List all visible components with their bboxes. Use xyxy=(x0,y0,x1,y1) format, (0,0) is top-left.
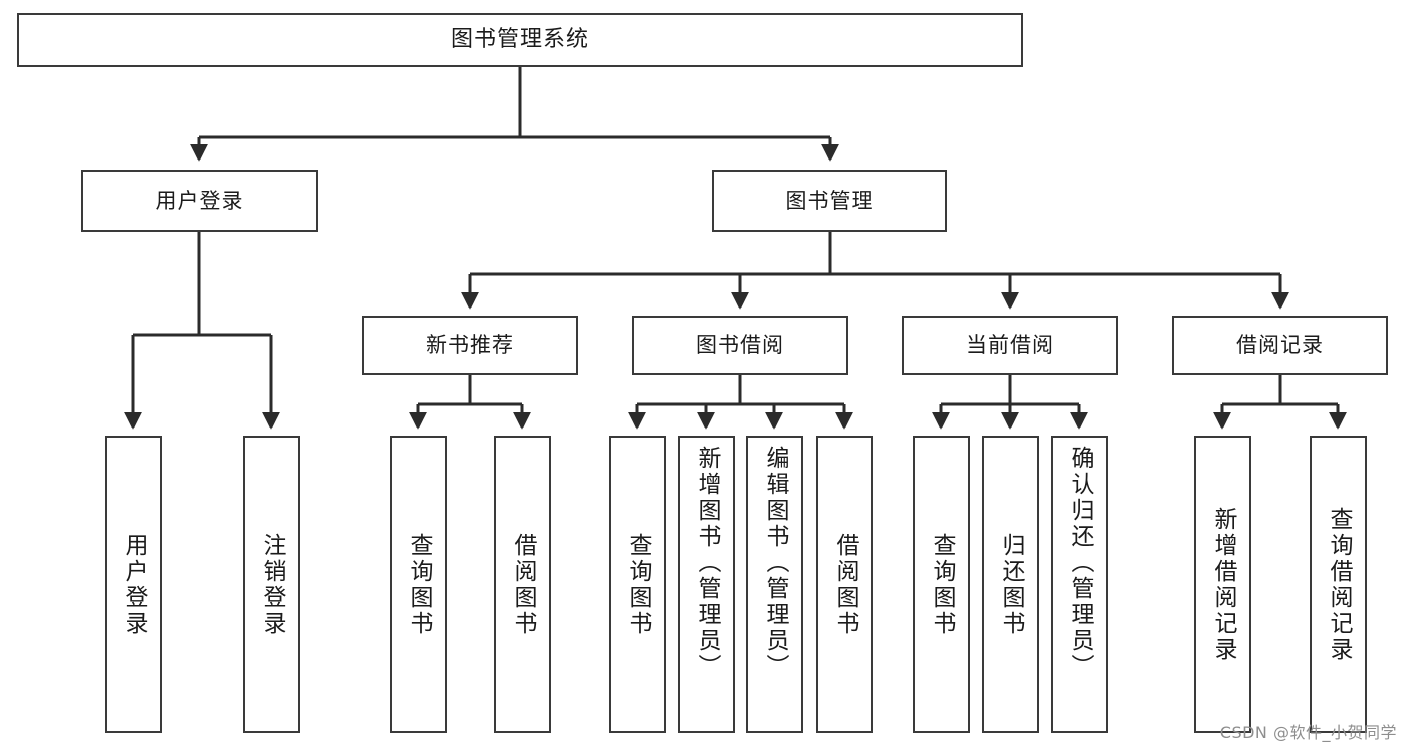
node-label: 新增借阅记录 xyxy=(1210,506,1236,663)
node-label: 新书推荐 xyxy=(426,333,514,358)
node-label: 用户登录 xyxy=(155,188,244,213)
leaf-logout-login[interactable]: 注销登录 xyxy=(243,436,300,733)
node-label: 图书管理 xyxy=(785,188,874,213)
csdn-watermark: CSDN @软件_小贺同学 xyxy=(1219,723,1397,742)
node-label: 借阅图书 xyxy=(510,532,536,637)
leaf-add-borrow-record[interactable]: 新增借阅记录 xyxy=(1194,436,1251,733)
leaf-confirm-return-admin[interactable]: 确认归还（管理员） xyxy=(1051,436,1108,733)
node-label: 当前借阅 xyxy=(966,333,1054,358)
leaf-add-book-admin[interactable]: 新增图书（管理员） xyxy=(678,436,735,733)
node-root-book-management-system[interactable]: 图书管理系统 xyxy=(17,13,1023,67)
node-label: 借阅记录 xyxy=(1236,333,1324,358)
node-new-book-recommend[interactable]: 新书推荐 xyxy=(362,316,578,375)
node-label: 查询借阅记录 xyxy=(1326,506,1352,663)
node-book-management[interactable]: 图书管理 xyxy=(712,170,947,232)
node-label: 查询图书 xyxy=(625,532,651,637)
node-label: 查询图书 xyxy=(406,532,432,637)
node-label: 用户登录 xyxy=(121,532,147,637)
node-user-login[interactable]: 用户登录 xyxy=(81,170,318,232)
node-book-borrow[interactable]: 图书借阅 xyxy=(632,316,848,375)
node-label: 编辑图书（管理员） xyxy=(762,446,788,680)
leaf-user-login[interactable]: 用户登录 xyxy=(105,436,162,733)
node-label: 归还图书 xyxy=(998,532,1024,637)
node-label: 图书管理系统 xyxy=(450,27,589,53)
leaf-edit-book-admin[interactable]: 编辑图书（管理员） xyxy=(746,436,803,733)
leaf-borrow-book-recommend[interactable]: 借阅图书 xyxy=(494,436,551,733)
leaf-query-book-recommend[interactable]: 查询图书 xyxy=(390,436,447,733)
node-label: 新增图书（管理员） xyxy=(694,446,720,680)
node-label: 查询图书 xyxy=(929,532,955,637)
leaf-return-book[interactable]: 归还图书 xyxy=(982,436,1039,733)
node-borrow-record[interactable]: 借阅记录 xyxy=(1172,316,1388,375)
leaf-query-book-borrow[interactable]: 查询图书 xyxy=(609,436,666,733)
node-current-borrow[interactable]: 当前借阅 xyxy=(902,316,1118,375)
leaf-borrow-book-borrow[interactable]: 借阅图书 xyxy=(816,436,873,733)
node-label: 注销登录 xyxy=(259,532,285,637)
leaf-query-book-current[interactable]: 查询图书 xyxy=(913,436,970,733)
leaf-query-borrow-record[interactable]: 查询借阅记录 xyxy=(1310,436,1367,733)
node-label: 借阅图书 xyxy=(832,532,858,637)
node-label: 确认归还（管理员） xyxy=(1067,446,1093,680)
node-label: 图书借阅 xyxy=(696,333,784,358)
